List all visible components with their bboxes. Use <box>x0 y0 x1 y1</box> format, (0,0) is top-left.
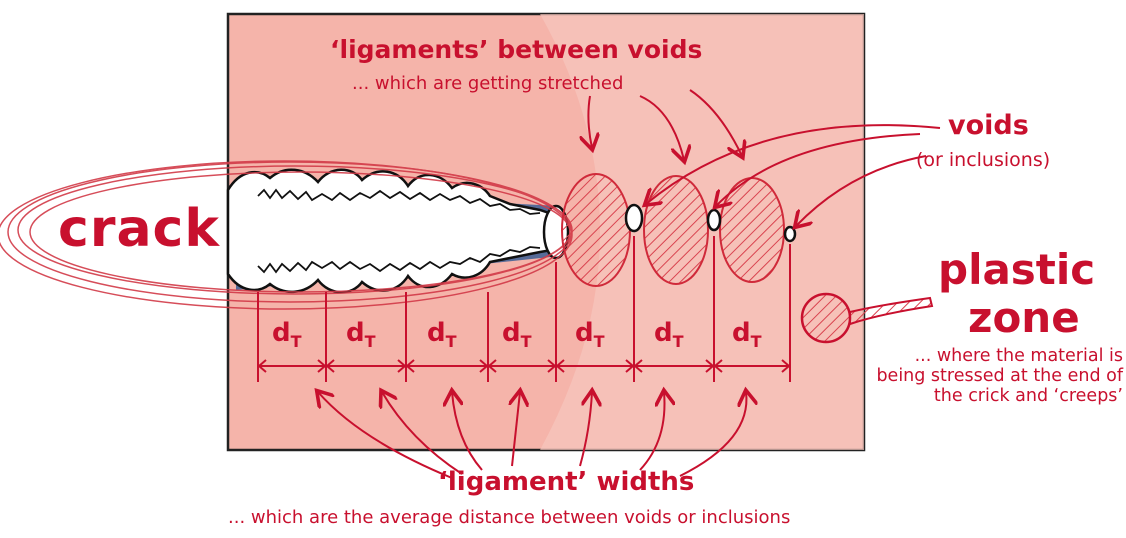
void-1 <box>624 203 644 233</box>
dimension-subscript: T <box>520 332 532 352</box>
dimension-label-dT: dT <box>427 318 457 351</box>
dimension-subscript: T <box>290 332 302 352</box>
dimension-subscript: T <box>672 332 684 352</box>
ligament-ellipses <box>561 173 785 287</box>
void-3 <box>783 225 797 243</box>
dimension-label-dT: dT <box>502 318 532 351</box>
plastic-zone-icon <box>800 292 934 344</box>
dimension-symbol: d <box>732 318 751 348</box>
ligament-widths-label: ‘ligament’ widths <box>438 467 695 497</box>
dimension-label-dT: dT <box>732 318 762 351</box>
void-arrows <box>646 124 941 226</box>
voids-label: voids <box>948 110 1029 141</box>
plastic-label: plastic <box>938 245 1096 294</box>
ligaments-title: ‘ligaments’ between voids <box>330 35 703 64</box>
inclusions-label: (or inclusions) <box>916 149 1051 171</box>
dimension-label-dT: dT <box>346 318 376 351</box>
dimension-subscript: T <box>445 332 457 352</box>
dimension-label-dT: dT <box>654 318 684 351</box>
ligaments-subtitle: ... which are getting stretched <box>352 73 624 94</box>
dimension-label-dT: dT <box>272 318 302 351</box>
width-arrows <box>318 392 746 479</box>
crack-label: crack <box>58 199 220 259</box>
dimension-symbol: d <box>654 318 673 348</box>
ligament-widths-subtitle: ... which are the average distance betwe… <box>228 507 791 528</box>
ligament-2 <box>643 175 709 285</box>
plastic-zone-note: ... where the material is being stressed… <box>876 346 1123 407</box>
dimension-label-dT: dT <box>575 318 605 351</box>
dimension-symbol: d <box>346 318 365 348</box>
dimension-symbol: d <box>272 318 291 348</box>
crack-edge-bottom <box>257 246 541 274</box>
void-2 <box>706 208 722 232</box>
dimension-subscript: T <box>750 332 762 352</box>
ligament-1 <box>561 173 631 287</box>
zone-label: zone <box>968 293 1080 342</box>
dimension-subscript: T <box>364 332 376 352</box>
dimension-symbol: d <box>575 318 594 348</box>
dimension-symbol: d <box>502 318 521 348</box>
ligament-arrows <box>588 89 742 160</box>
dimension-line <box>257 359 791 373</box>
crack-edge-top <box>257 188 541 215</box>
dimension-symbol: d <box>427 318 446 348</box>
dimension-subscript: T <box>593 332 605 352</box>
